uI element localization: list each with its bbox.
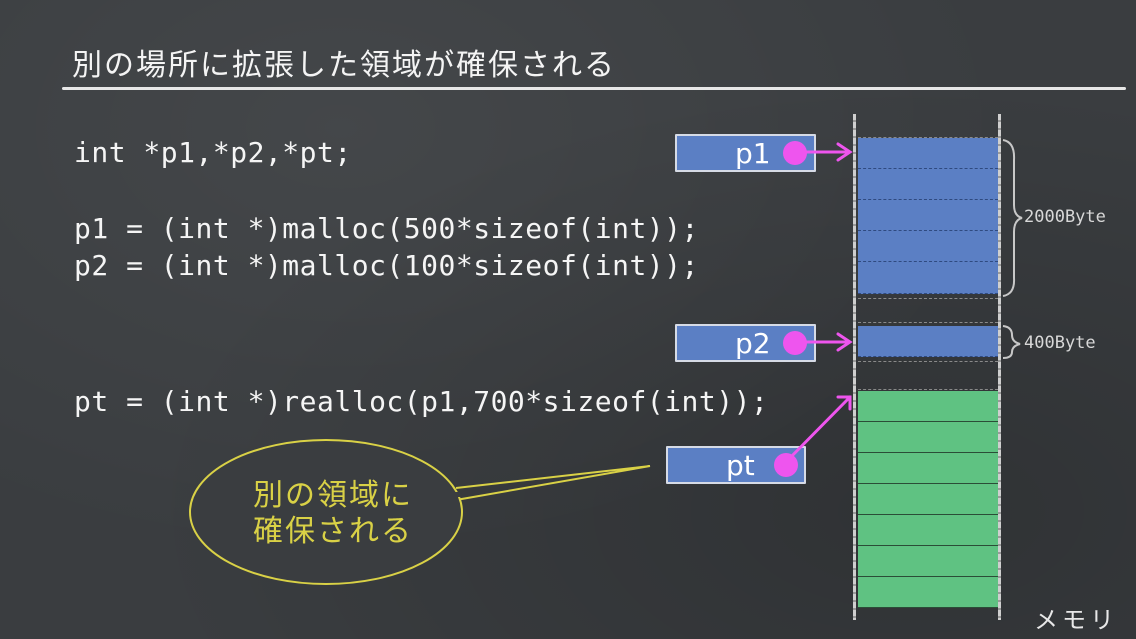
size-label-p2: 400Byte bbox=[1024, 333, 1096, 353]
code-line-malloc-p2: p2 = (int *)malloc(100*sizeof(int)); bbox=[74, 249, 699, 282]
memory-cell bbox=[858, 200, 998, 231]
memory-label: メモリ bbox=[1034, 606, 1118, 634]
memory-block-p2 bbox=[858, 326, 998, 357]
code-line-malloc-p1: p1 = (int *)malloc(500*sizeof(int)); bbox=[74, 212, 699, 245]
memory-block-pt bbox=[858, 391, 998, 608]
code-line-realloc-pt: pt = (int *)realloc(p1,700*sizeof(int)); bbox=[74, 385, 769, 418]
memory-cell bbox=[858, 138, 998, 169]
memory-cell bbox=[858, 453, 998, 484]
memory-rail-left bbox=[853, 114, 856, 620]
pointer-label-pt: pt bbox=[726, 449, 755, 482]
pointer-box-p1: p1 bbox=[675, 134, 816, 172]
memory-cell bbox=[858, 515, 998, 546]
code-line-declaration: int *p1,*p2,*pt; bbox=[74, 136, 352, 169]
memory-boundary bbox=[858, 137, 998, 138]
memory-boundary bbox=[858, 361, 998, 362]
pointer-dot-p2 bbox=[783, 331, 807, 355]
memory-cell bbox=[858, 262, 998, 294]
memory-cell bbox=[858, 422, 998, 453]
memory-cell bbox=[858, 577, 998, 608]
memory-cell bbox=[858, 326, 998, 357]
memory-cell bbox=[858, 391, 998, 422]
pointer-box-p2: p2 bbox=[675, 324, 816, 362]
title-underline bbox=[62, 87, 1126, 90]
memory-cell bbox=[858, 546, 998, 577]
size-label-p1: 2000Byte bbox=[1024, 207, 1106, 227]
arrow-p2 bbox=[804, 332, 853, 352]
brace-p2-size bbox=[1002, 325, 1021, 359]
callout-bubble bbox=[189, 439, 651, 585]
memory-rail-right bbox=[998, 114, 1001, 620]
slide-title: 別の場所に拡張した領域が確保される bbox=[72, 48, 616, 83]
brace-p1-size bbox=[1002, 139, 1023, 297]
callout-text-line1: 別の領域に bbox=[253, 478, 413, 513]
arrow-p1 bbox=[804, 142, 853, 162]
pointer-label-p1: p1 bbox=[735, 137, 771, 170]
callout-text-line2: 確保される bbox=[253, 514, 413, 549]
pointer-dot-pt bbox=[774, 453, 798, 477]
memory-boundary bbox=[858, 298, 998, 299]
pointer-dot-p1 bbox=[783, 141, 807, 165]
pointer-label-p2: p2 bbox=[735, 327, 771, 360]
memory-cell bbox=[858, 231, 998, 262]
arrow-pt bbox=[781, 395, 852, 467]
memory-cell bbox=[858, 169, 998, 200]
memory-cell bbox=[858, 484, 998, 515]
memory-block-p1 bbox=[858, 138, 998, 294]
memory-boundary bbox=[858, 389, 998, 390]
memory-boundary bbox=[858, 322, 998, 323]
